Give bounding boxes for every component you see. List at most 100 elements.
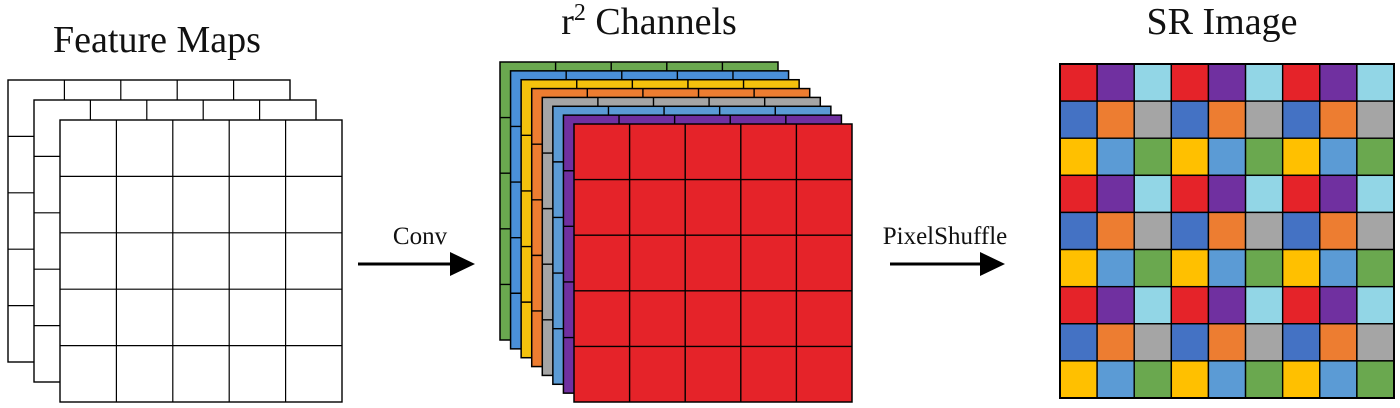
sr-pixel [1096, 248, 1135, 288]
sr-pixel [1281, 285, 1321, 325]
sr-pixel [1319, 323, 1358, 362]
sr-pixel [1133, 211, 1173, 251]
channels-title-exponent: 2 [574, 0, 586, 26]
sr-pixel [1133, 63, 1173, 102]
sr-pixel [1096, 211, 1135, 251]
sr-pixel [1281, 248, 1321, 288]
conv-arrow: Conv [358, 223, 475, 276]
sr-pixel [1170, 137, 1210, 177]
sr-pixel [1059, 100, 1098, 139]
sr-pixel [1319, 360, 1358, 399]
channel-layer [573, 123, 853, 403]
pixelshuffle-arrow: PixelShuffle [883, 223, 1008, 276]
sr-pixel [1133, 137, 1173, 177]
sr-pixel [1281, 100, 1321, 139]
sr-image-grid [1059, 63, 1395, 399]
conv-arrow-head [450, 252, 475, 276]
sr-pixel [1244, 248, 1284, 288]
sr-pixel [1244, 323, 1284, 362]
sr-pixel [1170, 211, 1210, 251]
channels-title: r2 Channels [561, 0, 737, 43]
sr-pixel [1319, 248, 1358, 288]
sr-pixel [1170, 285, 1210, 325]
sr-pixel [1281, 137, 1321, 177]
sr-pixel [1244, 285, 1284, 325]
sr-pixel [1281, 211, 1321, 251]
sr-pixel [1096, 137, 1135, 177]
sr-pixel [1319, 100, 1358, 139]
sr-pixel [1356, 323, 1395, 362]
sr-pixel [1207, 100, 1247, 139]
sr-pixel [1356, 211, 1395, 251]
sr-pixel [1096, 100, 1135, 139]
sr-pixel [1096, 63, 1135, 102]
sr-pixel [1096, 323, 1135, 362]
sr-pixel [1207, 174, 1247, 214]
sr-pixel [1319, 174, 1358, 214]
channel-frame [573, 123, 853, 403]
sr-pixel [1096, 285, 1135, 325]
sr-pixel [1170, 174, 1210, 214]
pixelshuffle-label: PixelShuffle [883, 223, 1008, 250]
sr-pixel [1170, 100, 1210, 139]
sr-pixel [1356, 174, 1395, 214]
sr-pixel [1059, 285, 1098, 325]
sr-pixel [1170, 63, 1210, 102]
sr-pixel [1133, 248, 1173, 288]
sr-pixel [1356, 285, 1395, 325]
channels-title-base: r [561, 1, 574, 43]
sr-pixel [1356, 248, 1395, 288]
sr-pixel [1244, 211, 1284, 251]
sr-pixel [1207, 360, 1247, 399]
sr-pixel [1319, 285, 1358, 325]
channels-title-rest: Channels [586, 1, 737, 43]
sr-pixel [1207, 285, 1247, 325]
sr-pixel [1207, 323, 1247, 362]
sr-pixel [1356, 360, 1395, 399]
sr-pixel [1059, 248, 1098, 288]
feature-maps-title: Feature Maps [53, 19, 261, 61]
sr-pixel [1059, 63, 1098, 102]
sr-pixel [1096, 174, 1135, 214]
sr-pixel [1281, 360, 1321, 399]
sr-pixel [1244, 100, 1284, 139]
sr-image-title: SR Image [1147, 1, 1298, 43]
sr-pixel [1059, 323, 1098, 362]
sr-image-border [1059, 63, 1395, 399]
sr-pixel [1170, 248, 1210, 288]
sr-pixel [1170, 360, 1210, 399]
sr-pixel [1244, 360, 1284, 399]
sr-pixel [1356, 63, 1395, 102]
sr-pixel [1059, 174, 1098, 214]
feature-map-frame [59, 119, 343, 403]
sr-pixel [1133, 360, 1173, 399]
sr-pixel [1059, 137, 1098, 177]
channels-stack [499, 61, 853, 403]
sr-pixel [1207, 248, 1247, 288]
sr-pixel [1281, 63, 1321, 102]
sr-pixel [1133, 174, 1173, 214]
conv-label: Conv [393, 223, 448, 250]
sr-pixel [1207, 137, 1247, 177]
sr-pixel [1244, 174, 1284, 214]
sr-pixel [1133, 285, 1173, 325]
sr-pixel [1133, 100, 1173, 139]
sr-pixel [1319, 137, 1358, 177]
sr-pixel [1356, 100, 1395, 139]
sr-pixel [1059, 360, 1098, 399]
sr-pixel [1207, 63, 1247, 102]
sr-pixel [1244, 63, 1284, 102]
sr-pixel [1281, 174, 1321, 214]
sr-pixel [1170, 323, 1210, 362]
pixelshuffle-arrow-head [980, 252, 1005, 276]
sr-pixel [1096, 360, 1135, 399]
sr-pixel [1207, 211, 1247, 251]
feature-map-layer [59, 119, 343, 403]
sr-pixel [1059, 211, 1098, 251]
sr-pixel [1319, 63, 1358, 102]
sr-pixel [1133, 323, 1173, 362]
sr-pixel [1281, 323, 1321, 362]
feature-maps-stack [7, 79, 343, 403]
sr-pixel [1319, 211, 1358, 251]
